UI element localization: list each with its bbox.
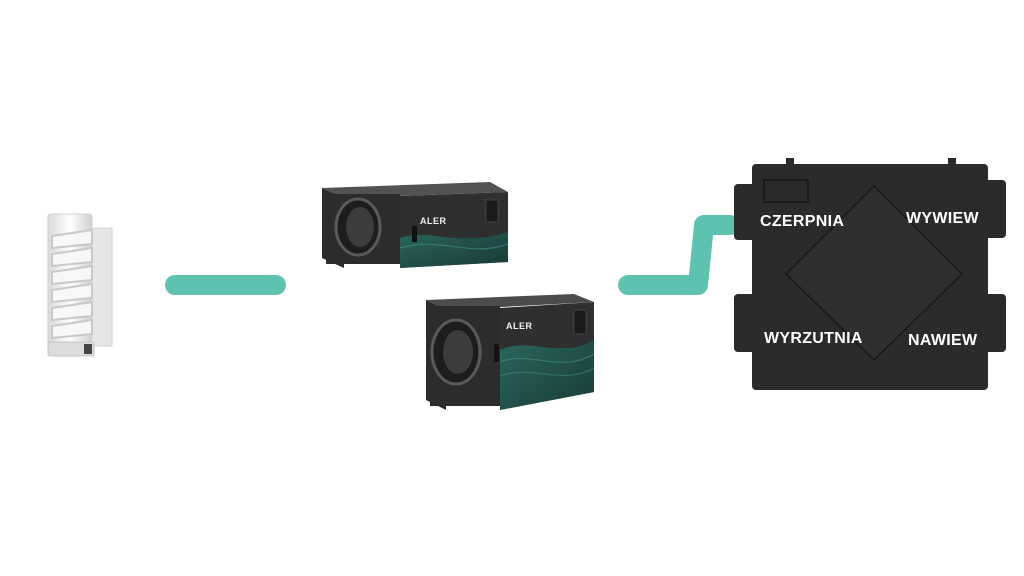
recuperator-unit-icon [734,158,1006,390]
port-label-wywiew: WYWIEW [906,210,979,227]
brand-logo-top: ALER [420,216,447,226]
duct-fan-unit-top [322,182,509,268]
connector-duct-2 [618,215,740,295]
brand-logo-bottom: ALER [506,321,533,331]
port-label-wyrzutnia: WYRZUTNIA [764,330,863,347]
duct-fan-unit-bottom [426,294,595,410]
port-label-nawiew: NAWIEW [908,332,978,349]
port-label-czerpnia: CZERPNIA [760,213,845,230]
air-grille-icon [47,213,113,357]
